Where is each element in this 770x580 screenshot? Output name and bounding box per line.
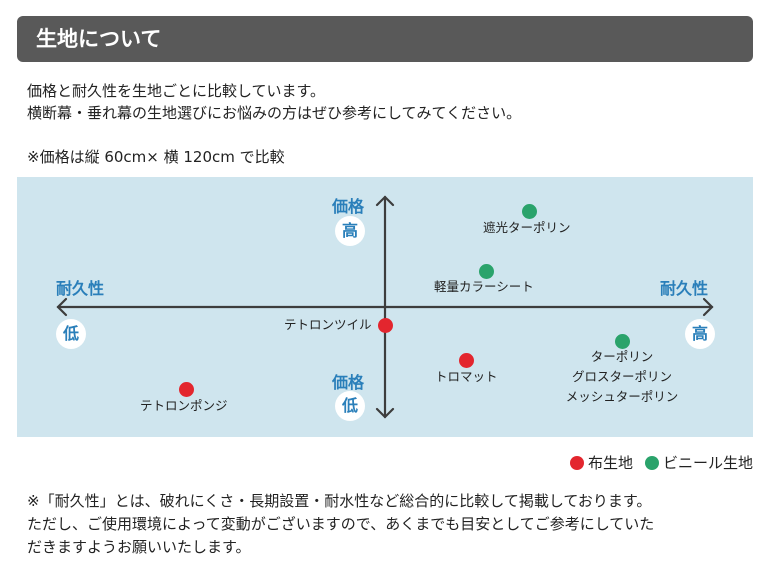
- section-header: 生地について: [17, 16, 753, 62]
- axes: [56, 195, 714, 419]
- item-label: トロマット: [435, 369, 498, 384]
- price-note: ※価格は縦 60cm× 横 120cm で比較: [27, 148, 285, 166]
- dot-cloth: [179, 382, 194, 397]
- item-label: メッシュターポリン: [565, 389, 679, 404]
- item-label-group: ターポリン グロスターポリン メッシュターポリン: [553, 347, 691, 407]
- arrow-right-icon: [702, 297, 714, 317]
- cloth-dot-icon: [569, 455, 584, 470]
- legend: 布生地 ビニール生地: [569, 452, 753, 473]
- y-low-badge: 低: [335, 391, 365, 421]
- item-label: ターポリン: [590, 349, 654, 364]
- x-high-badge: 高: [685, 319, 715, 349]
- footnote-line: だきますようお願いいたします。: [27, 538, 251, 556]
- intro-text: 価格と耐久性を生地ごとに比較しています。 横断幕・垂れ幕の生地選びにお悩みの方は…: [27, 80, 521, 124]
- arrow-left-icon: [56, 297, 68, 317]
- positioning-map: 価格 高 価格 低 耐久性 低 耐久性 高 遮光ターポリン 軽量カラーシート テ…: [17, 177, 753, 437]
- x-axis-label-right: 耐久性: [660, 279, 709, 298]
- vinyl-dot-icon: [644, 455, 659, 470]
- arrow-up-icon: [375, 195, 395, 207]
- dot-cloth: [459, 353, 474, 368]
- footnote-line: ※「耐久性」とは、破れにくさ・長期設置・耐水性など総合的に比較して掲載しておりま…: [27, 492, 652, 510]
- intro-line: 価格と耐久性を生地ごとに比較しています。: [27, 82, 326, 100]
- footnote: ※「耐久性」とは、破れにくさ・長期設置・耐水性など総合的に比較して掲載しておりま…: [27, 490, 654, 559]
- x-low-badge: 低: [56, 319, 86, 349]
- item-label: 遮光ターポリン: [483, 220, 571, 235]
- arrow-down-icon: [375, 407, 395, 419]
- y-high-badge: 高: [335, 216, 365, 246]
- item-label: テトロンツイル: [284, 317, 372, 332]
- dot-cloth: [378, 318, 393, 333]
- item-label: 軽量カラーシート: [434, 279, 534, 294]
- y-axis-label-bottom: 価格: [332, 373, 365, 392]
- legend-vinyl: ビニール生地: [662, 454, 753, 472]
- item-label: グロスターポリン: [571, 369, 672, 384]
- footnote-line: ただし、ご使用環境によって変動がございますので、あくまでも目安としてご参考にして…: [27, 515, 655, 533]
- x-axis-label-left: 耐久性: [56, 279, 105, 298]
- dot-vinyl: [615, 334, 630, 349]
- dot-vinyl: [522, 204, 537, 219]
- item-label: テトロンポンジ: [140, 398, 228, 413]
- legend-cloth: 布生地: [587, 454, 633, 472]
- y-axis-label-top: 価格: [332, 197, 365, 216]
- intro-line: 横断幕・垂れ幕の生地選びにお悩みの方はぜひ参考にしてみてください。: [27, 104, 522, 122]
- dot-vinyl: [479, 264, 494, 279]
